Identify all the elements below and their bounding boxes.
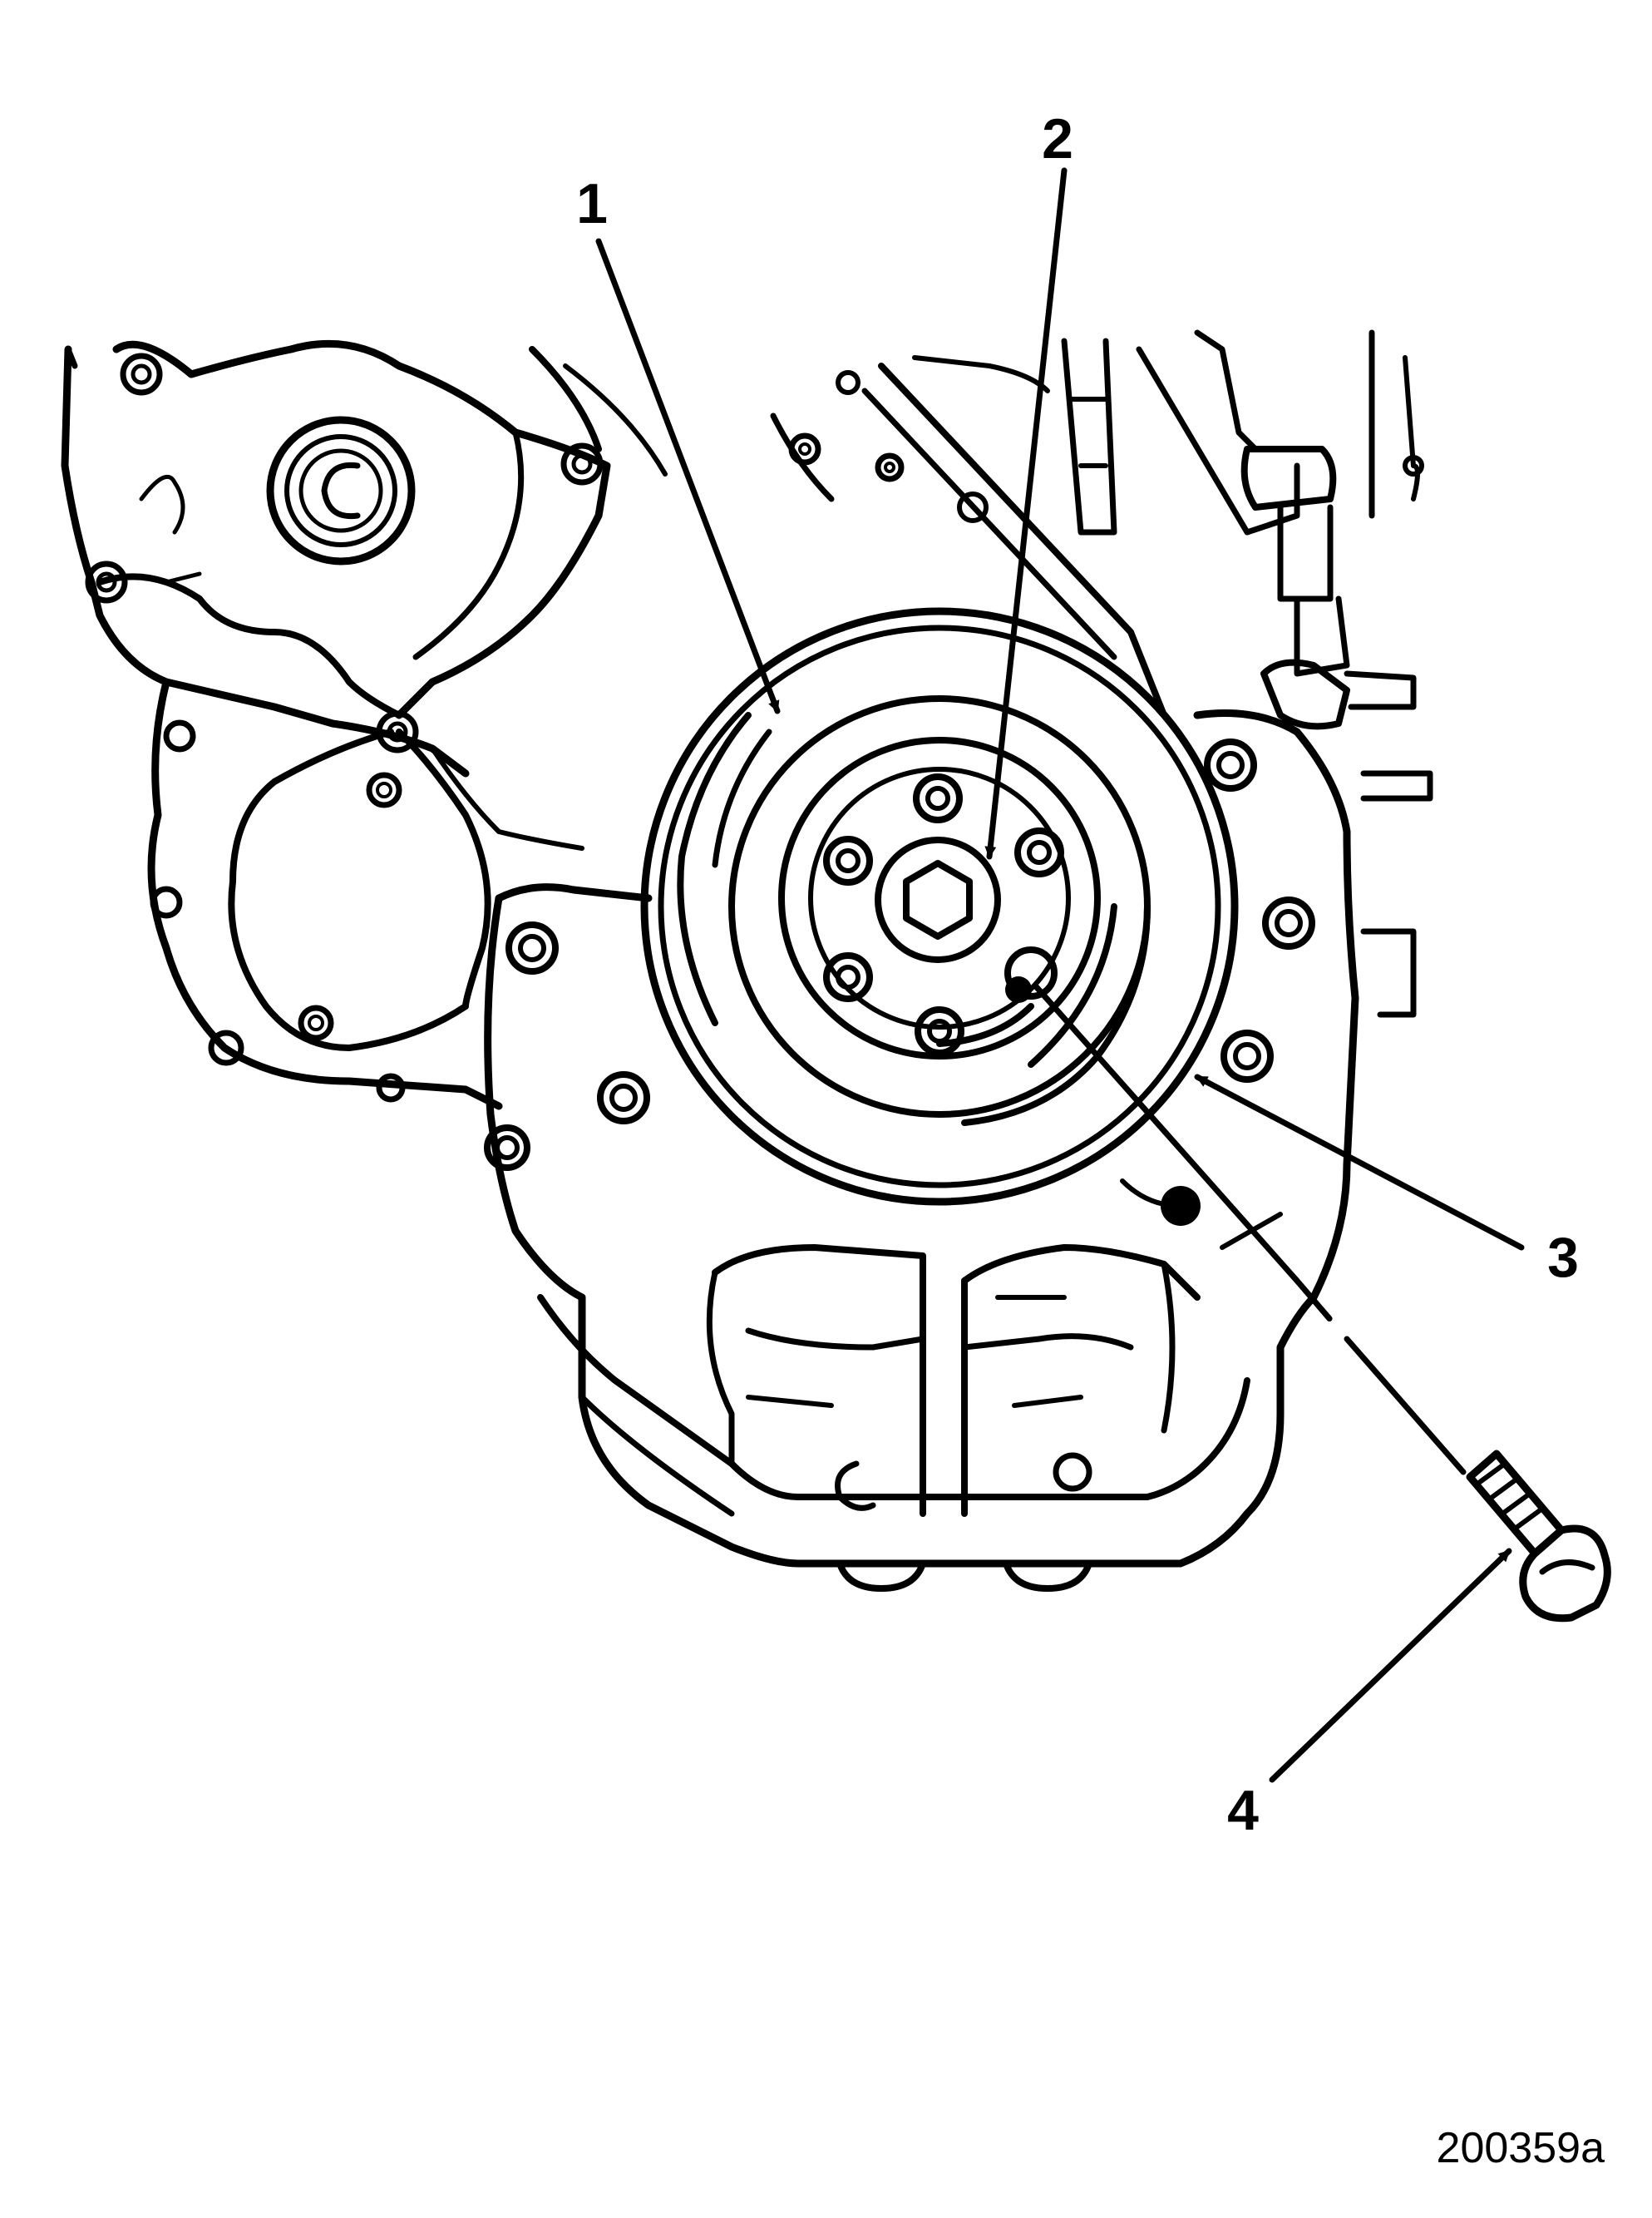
leader-4 bbox=[1269, 1548, 1512, 1783]
callout-leaders bbox=[595, 167, 1525, 1783]
leader-3 bbox=[1194, 1074, 1525, 1251]
tool-hole bbox=[1004, 946, 1058, 1000]
crank-bolt-hex bbox=[903, 860, 973, 940]
callout-label-4: 4 bbox=[1227, 1779, 1259, 1842]
callout-label-1: 1 bbox=[576, 172, 608, 235]
locking-bolt bbox=[1032, 982, 1611, 1623]
timing-cover-lower-left bbox=[147, 678, 584, 1110]
hub-bolt-ring bbox=[823, 773, 1064, 1056]
callout-label-2: 2 bbox=[1042, 107, 1073, 170]
front-cover-bolt-group bbox=[484, 739, 1315, 1171]
callout-label-3: 3 bbox=[1547, 1226, 1579, 1289]
engine-block-upper-right bbox=[529, 329, 1433, 1018]
idler-pulley-cap bbox=[266, 416, 416, 566]
leader-1 bbox=[595, 238, 781, 714]
crankshaft-pulley bbox=[640, 607, 1239, 1206]
figure-id-label: 200359a bbox=[1437, 2124, 1605, 2172]
front-cover-main-body bbox=[484, 709, 1359, 1592]
leader-2 bbox=[984, 167, 1068, 860]
